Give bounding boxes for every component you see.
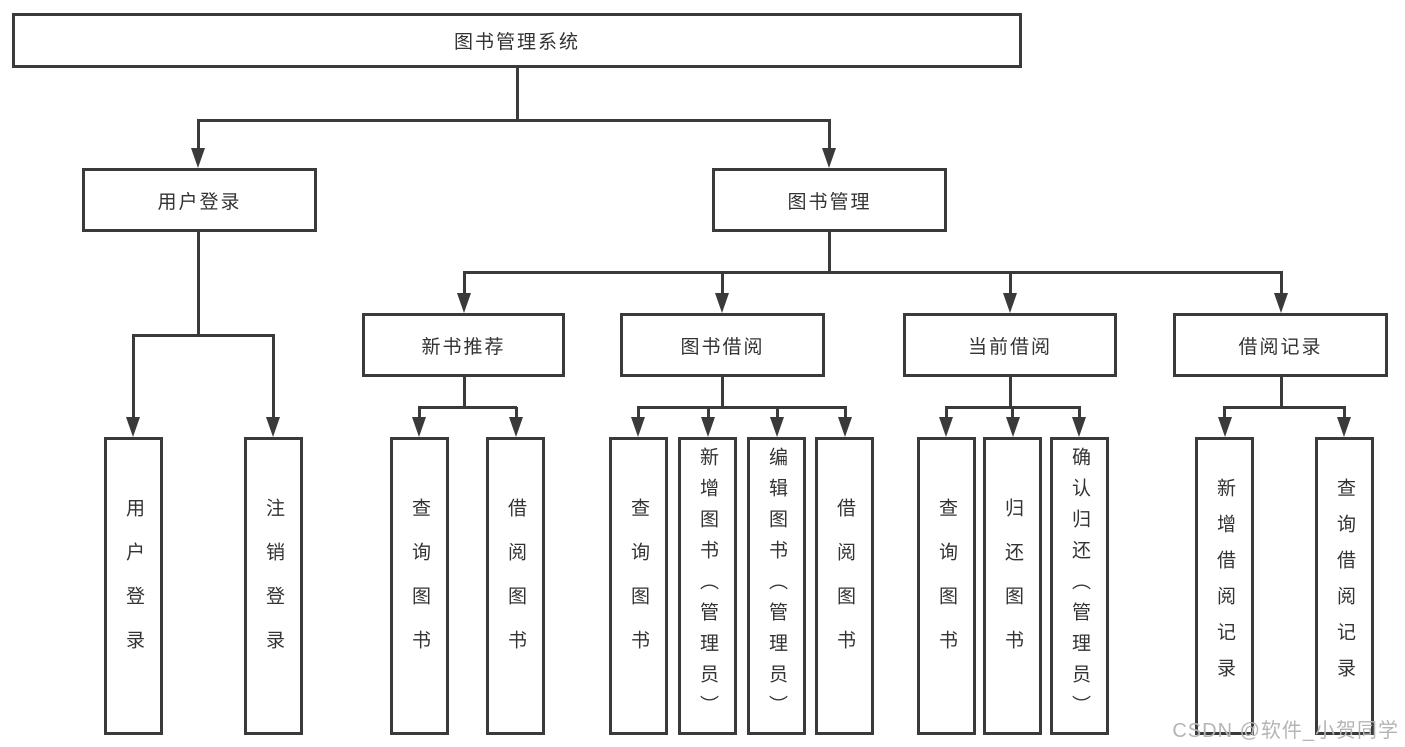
connector-line xyxy=(1223,407,1226,419)
connector-line xyxy=(706,407,710,419)
connector-line xyxy=(827,120,831,150)
connector-line xyxy=(720,272,724,295)
connector-line xyxy=(196,232,200,336)
leaf-add-borrow-record: 新增借阅记录 xyxy=(1195,437,1254,735)
arrow-down-icon xyxy=(1005,417,1020,437)
connector-line xyxy=(514,407,518,419)
node-borrowing-records: 借阅记录 xyxy=(1173,313,1388,377)
arrow-down-icon xyxy=(126,417,140,437)
connector-line xyxy=(417,405,517,409)
connector-line xyxy=(462,377,466,408)
connector-line xyxy=(196,120,200,150)
leaf-label: 归还图书 xyxy=(1002,498,1023,674)
node-book-management: 图书管理 xyxy=(712,168,947,232)
connector-line xyxy=(196,118,831,122)
arrow-down-icon xyxy=(1274,293,1288,313)
leaf-label: 借阅图书 xyxy=(834,498,855,674)
node-book-borrowing: 图书借阅 xyxy=(620,313,825,377)
leaf-borrow-books-recommend: 借阅图书 xyxy=(486,437,545,735)
connector-line xyxy=(775,407,779,419)
connector-line xyxy=(271,335,275,419)
connector-line xyxy=(843,407,847,419)
connector-line xyxy=(1008,377,1012,408)
leaf-query-books-recommend: 查询图书 xyxy=(390,437,449,735)
arrow-down-icon xyxy=(457,293,471,313)
leaf-logout-login: 注销登录 xyxy=(244,437,303,735)
leaf-query-borrow-record: 查询借阅记录 xyxy=(1315,437,1374,735)
connector-line xyxy=(1223,405,1346,409)
node-user-login: 用户登录 xyxy=(82,168,317,232)
leaf-label: 查询图书 xyxy=(628,498,649,674)
leaf-borrow-books: 借阅图书 xyxy=(815,437,874,735)
leaf-label: 确认归还（管理员） xyxy=(1069,446,1090,726)
leaf-label: 注销登录 xyxy=(263,498,284,674)
arrow-down-icon xyxy=(822,148,836,168)
leaf-label: 用户登录 xyxy=(123,498,144,674)
leaf-label: 借阅图书 xyxy=(505,498,526,674)
leaf-return-books: 归还图书 xyxy=(983,437,1042,735)
leaf-label: 查询图书 xyxy=(936,498,957,674)
leaf-user-login: 用户登录 xyxy=(104,437,163,735)
connector-line xyxy=(462,270,1283,274)
leaf-query-books-current: 查询图书 xyxy=(917,437,976,735)
connector-line xyxy=(1077,407,1081,419)
connector-line xyxy=(944,407,948,419)
leaf-label: 新增图书（管理员） xyxy=(697,446,718,726)
connector-line xyxy=(131,335,135,419)
leaf-query-books-borrow: 查询图书 xyxy=(609,437,668,735)
leaf-label: 新增借阅记录 xyxy=(1214,478,1235,694)
connector-line xyxy=(515,68,519,120)
node-library-management-system: 图书管理系统 xyxy=(12,13,1022,68)
arrow-down-icon xyxy=(838,417,852,437)
arrow-down-icon xyxy=(412,417,426,437)
arrow-down-icon xyxy=(701,417,715,437)
arrow-down-icon xyxy=(1337,417,1351,437)
leaf-label: 查询图书 xyxy=(409,498,430,674)
connector-line xyxy=(417,407,421,419)
arrow-down-icon xyxy=(715,293,729,313)
connector-line xyxy=(636,407,640,419)
arrow-down-icon xyxy=(266,417,280,437)
connector-line xyxy=(636,405,847,409)
arrow-down-icon xyxy=(509,417,523,437)
connector-line xyxy=(720,377,724,408)
leaf-edit-books-admin: 编辑图书（管理员） xyxy=(747,437,806,735)
csdn-watermark: CSDN @软件_小贺同学 xyxy=(1172,720,1399,742)
connector-line xyxy=(827,232,831,273)
connector-line xyxy=(1279,272,1283,295)
arrow-down-icon xyxy=(631,417,645,437)
connector-line xyxy=(462,272,466,295)
leaf-label: 编辑图书（管理员） xyxy=(766,446,787,726)
node-current-borrowing: 当前借阅 xyxy=(903,313,1117,377)
arrow-down-icon xyxy=(191,148,205,168)
arrow-down-icon xyxy=(1217,417,1232,437)
arrow-down-icon xyxy=(939,417,953,437)
node-new-book-recommendation: 新书推荐 xyxy=(362,313,565,377)
connector-line xyxy=(1008,272,1012,295)
connector-line xyxy=(1342,407,1346,419)
arrow-down-icon xyxy=(1072,417,1086,437)
leaf-label: 查询借阅记录 xyxy=(1334,478,1355,694)
leaf-add-books-admin: 新增图书（管理员） xyxy=(678,437,737,735)
arrow-down-icon xyxy=(1003,293,1017,313)
arrow-down-icon xyxy=(770,417,784,437)
connector-line xyxy=(1279,377,1283,408)
leaf-confirm-return-admin: 确认归还（管理员） xyxy=(1050,437,1109,735)
connector-line xyxy=(131,333,275,337)
connector-line xyxy=(1011,407,1014,419)
